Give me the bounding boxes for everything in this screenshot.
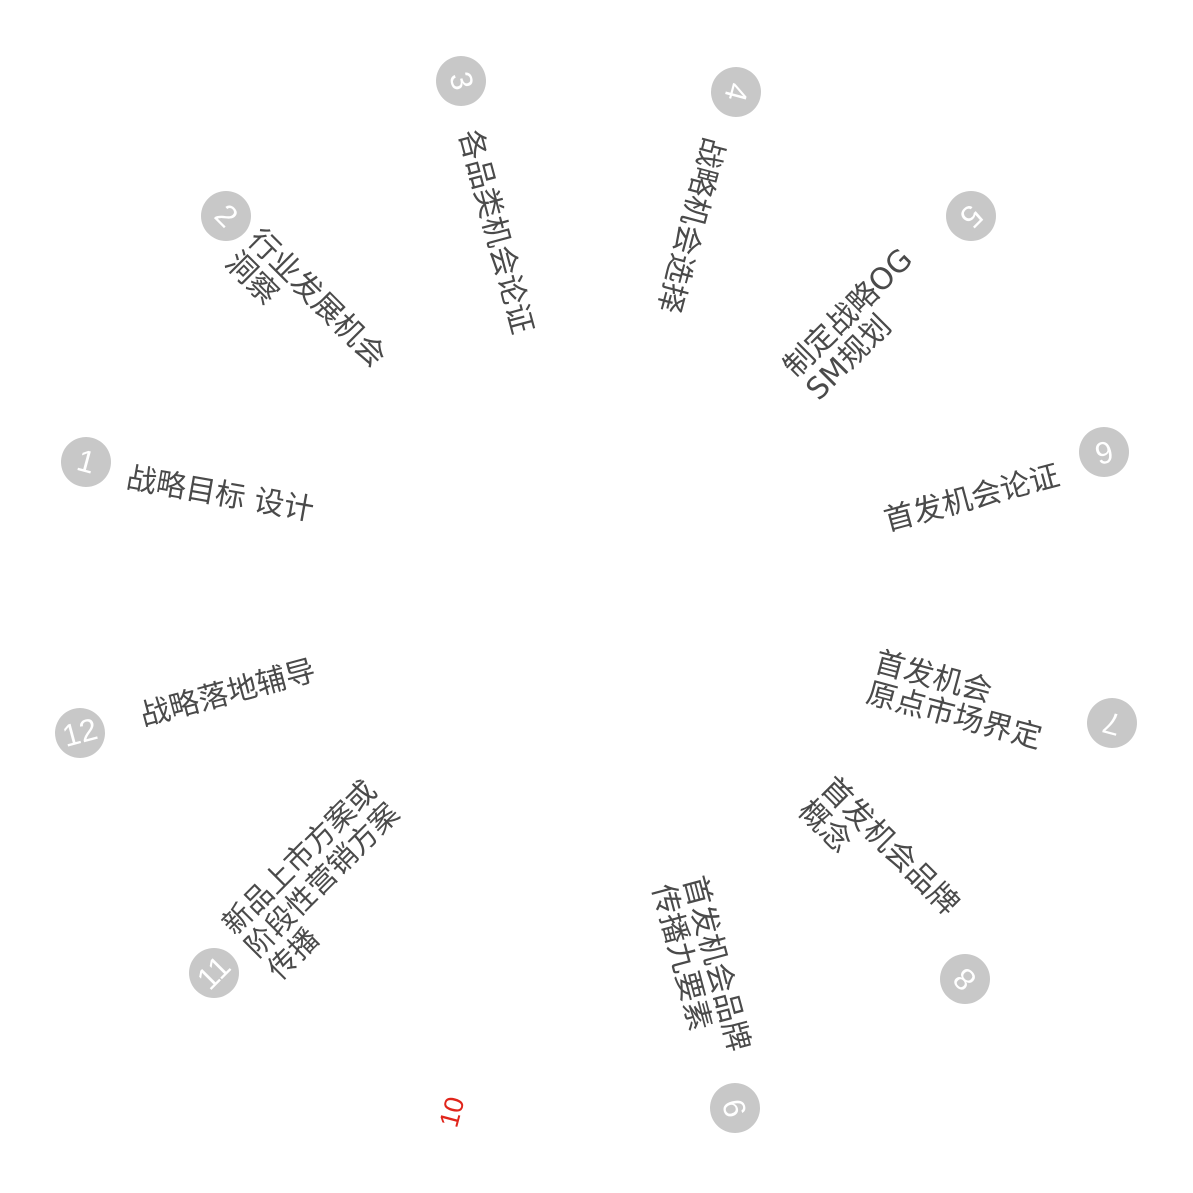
step-number-highlight: 10 — [433, 1093, 470, 1131]
step-number-badge: 4 — [705, 61, 767, 123]
step-label: 战略落地辅导 — [136, 653, 320, 734]
step-label: 制定战略OG SM规划 — [776, 241, 920, 408]
step-label: 首发机会论证 — [880, 458, 1064, 539]
step-number-badge: 3 — [430, 50, 492, 112]
step-number-badge: 11 — [178, 937, 250, 1009]
step-number-badge: 12 — [49, 702, 111, 764]
step-label: 行业发展机会 洞察 — [218, 222, 393, 375]
step-label: 战略机会选择 — [650, 133, 731, 317]
step-label: 首发机会品牌 传播九要素 — [644, 872, 757, 1056]
step-label: 首发机会 原点市场界定 — [862, 644, 1046, 757]
step-number-badge: 6 — [1073, 421, 1135, 483]
step-number-badge: 5 — [935, 180, 1007, 252]
step-label: 新品上市方案或 阶段性营销方案 传播 — [215, 773, 406, 987]
step-label: 各品类机会论证 — [451, 125, 540, 338]
step-number-badge: 1 — [55, 431, 117, 493]
step-number-badge: 8 — [929, 943, 1001, 1015]
step-number-badge: 9 — [704, 1077, 766, 1139]
step-label: 战略目标 设计 — [123, 460, 317, 529]
step-label: 首发机会品牌 概念 — [791, 770, 966, 923]
step-number-badge: 7 — [1081, 692, 1143, 754]
